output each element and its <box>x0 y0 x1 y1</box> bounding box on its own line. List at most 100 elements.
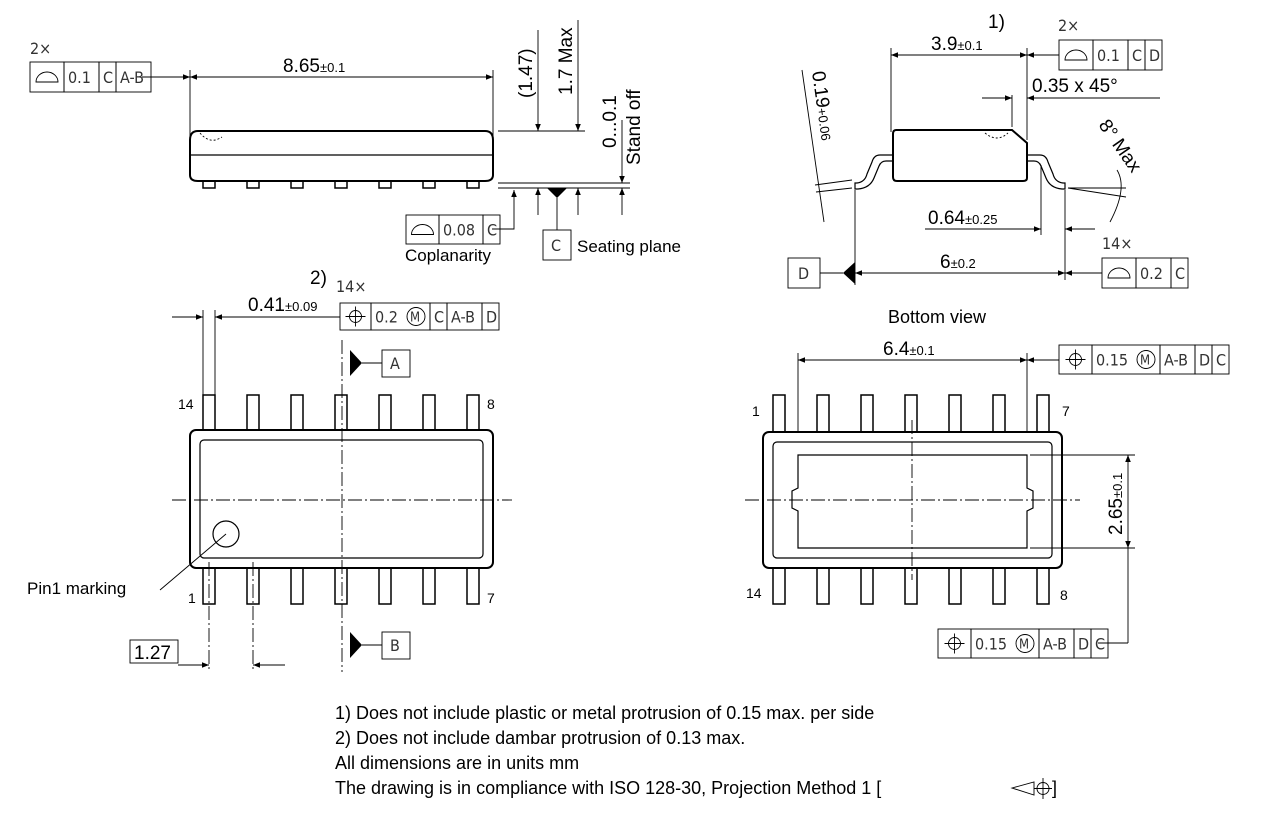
lead-top-row <box>290 394 304 434</box>
fcf-modifier: M <box>1140 354 1150 369</box>
dimension-pitch: 1.27 <box>134 643 171 664</box>
pin-label-8: 8 <box>487 396 495 412</box>
datum-triangle-c <box>547 188 567 198</box>
fcf-value: C <box>487 221 497 240</box>
multiplier-14x: 14× <box>336 277 366 296</box>
profile-of-surface-icon <box>35 71 59 83</box>
fcf-value: C <box>1095 635 1105 654</box>
fcf-value: C <box>1132 46 1142 65</box>
pin-label-1: 1 <box>188 590 196 606</box>
fcf-value: 0.1 <box>1097 46 1120 65</box>
pin-label-8: 8 <box>1060 587 1068 603</box>
fcf-value: D <box>1199 351 1210 370</box>
lead-top-row <box>904 394 918 436</box>
note-ref-2: 2) <box>310 268 327 289</box>
dimension-height-max: 1.7 Max <box>556 27 577 95</box>
angle-reference-line <box>1067 187 1127 198</box>
basic-dimension-box <box>129 639 179 664</box>
lead-top-row <box>378 394 392 434</box>
fcf-cell <box>29 61 65 93</box>
lead-top-row <box>816 394 830 436</box>
lead-bottom-row <box>466 564 480 605</box>
fcf-cell <box>1144 39 1163 71</box>
datum-a: A <box>390 354 400 373</box>
fcf-cell <box>481 302 500 331</box>
fcf-value: 0.1 <box>68 68 91 87</box>
note-iso-end: ] <box>1052 778 1057 798</box>
note-units: All dimensions are in units mm <box>335 753 579 773</box>
fcf-value: C <box>103 68 113 87</box>
lead-bottom-row <box>772 564 786 605</box>
fcf-profile-side: 0.1 C A-B <box>29 61 152 93</box>
dimension-lead-thickness: 0.19+0.06 <box>807 70 838 142</box>
lead-bottom-row <box>992 564 1006 605</box>
position-tolerance-icon <box>345 306 366 327</box>
fcf-value: 0.08 <box>443 221 475 240</box>
max-material-condition-icon <box>1015 634 1035 653</box>
angle-arc <box>1109 169 1122 223</box>
dimension-chamfer: 0.35 x 45° <box>1032 76 1118 97</box>
lead-bottom-row <box>816 564 830 605</box>
max-material-condition-icon <box>1136 350 1156 369</box>
fcf-value: D <box>1078 635 1089 654</box>
package-top-outline <box>199 439 484 559</box>
lead-bottom-row <box>948 564 962 605</box>
datum-b: B <box>390 636 400 655</box>
datum-triangle-d <box>843 262 855 284</box>
exposed-pad <box>791 454 1034 549</box>
package-body-top <box>189 429 494 569</box>
lead-bottom-row <box>378 564 392 605</box>
datum-box-c <box>542 229 572 261</box>
position-tolerance-icon <box>1065 349 1086 370</box>
seating-plane-label: Seating plane <box>577 237 681 256</box>
pin1-marking <box>212 520 240 548</box>
profile-of-surface-icon <box>411 224 434 235</box>
multiplier-14x: 14× <box>1102 234 1132 253</box>
position-tolerance-icon <box>944 633 965 654</box>
pin-label-1: 1 <box>752 403 760 419</box>
lead-bottom-row <box>290 564 304 605</box>
fcf-value: 0.15 <box>1096 351 1128 370</box>
fcf-modifier: M <box>1019 638 1029 653</box>
lead-top-row <box>202 394 216 434</box>
lead-top-row <box>246 394 260 434</box>
pin-label-7: 7 <box>1062 403 1070 419</box>
datum-box-a <box>381 349 411 378</box>
pin1-dimple-hidden <box>984 132 1009 139</box>
note-ref-1: 1) <box>988 12 1005 33</box>
fcf-cell <box>1058 39 1094 71</box>
note-iso: The drawing is in compliance with ISO 12… <box>335 778 881 798</box>
multiplier-2x: 2× <box>1058 16 1079 35</box>
fcf-cell <box>482 214 501 245</box>
fcf-value: C <box>1175 264 1185 283</box>
fcf-value: A-B <box>451 308 475 327</box>
coplanarity-label: Coplanarity <box>405 246 491 265</box>
fcf-value: A-B <box>1164 351 1188 370</box>
datum-triangle-b <box>350 632 362 658</box>
fcf-value: C <box>434 308 444 327</box>
datum-d: D <box>798 264 809 283</box>
datum-triangle-a <box>350 350 362 376</box>
multiplier-2x: 2× <box>30 39 51 58</box>
dimension-lead-width: 0.41±0.09 <box>248 295 317 316</box>
dimension-length: 8.65±0.1 <box>283 56 345 77</box>
fcf-cell <box>1101 257 1137 289</box>
pin-label-14: 14 <box>178 396 194 412</box>
lead-bottom-row <box>860 564 874 605</box>
profile-of-surface-icon <box>1107 267 1131 279</box>
fcf-value: A-B <box>120 68 144 87</box>
dimension-standoff: 0...0.1 <box>600 95 621 148</box>
datum-box-d <box>787 257 821 289</box>
lead-top-row <box>772 394 786 436</box>
lead-top-row <box>1036 394 1050 436</box>
datum-box-b <box>381 631 411 660</box>
fcf-cell <box>1211 344 1230 375</box>
